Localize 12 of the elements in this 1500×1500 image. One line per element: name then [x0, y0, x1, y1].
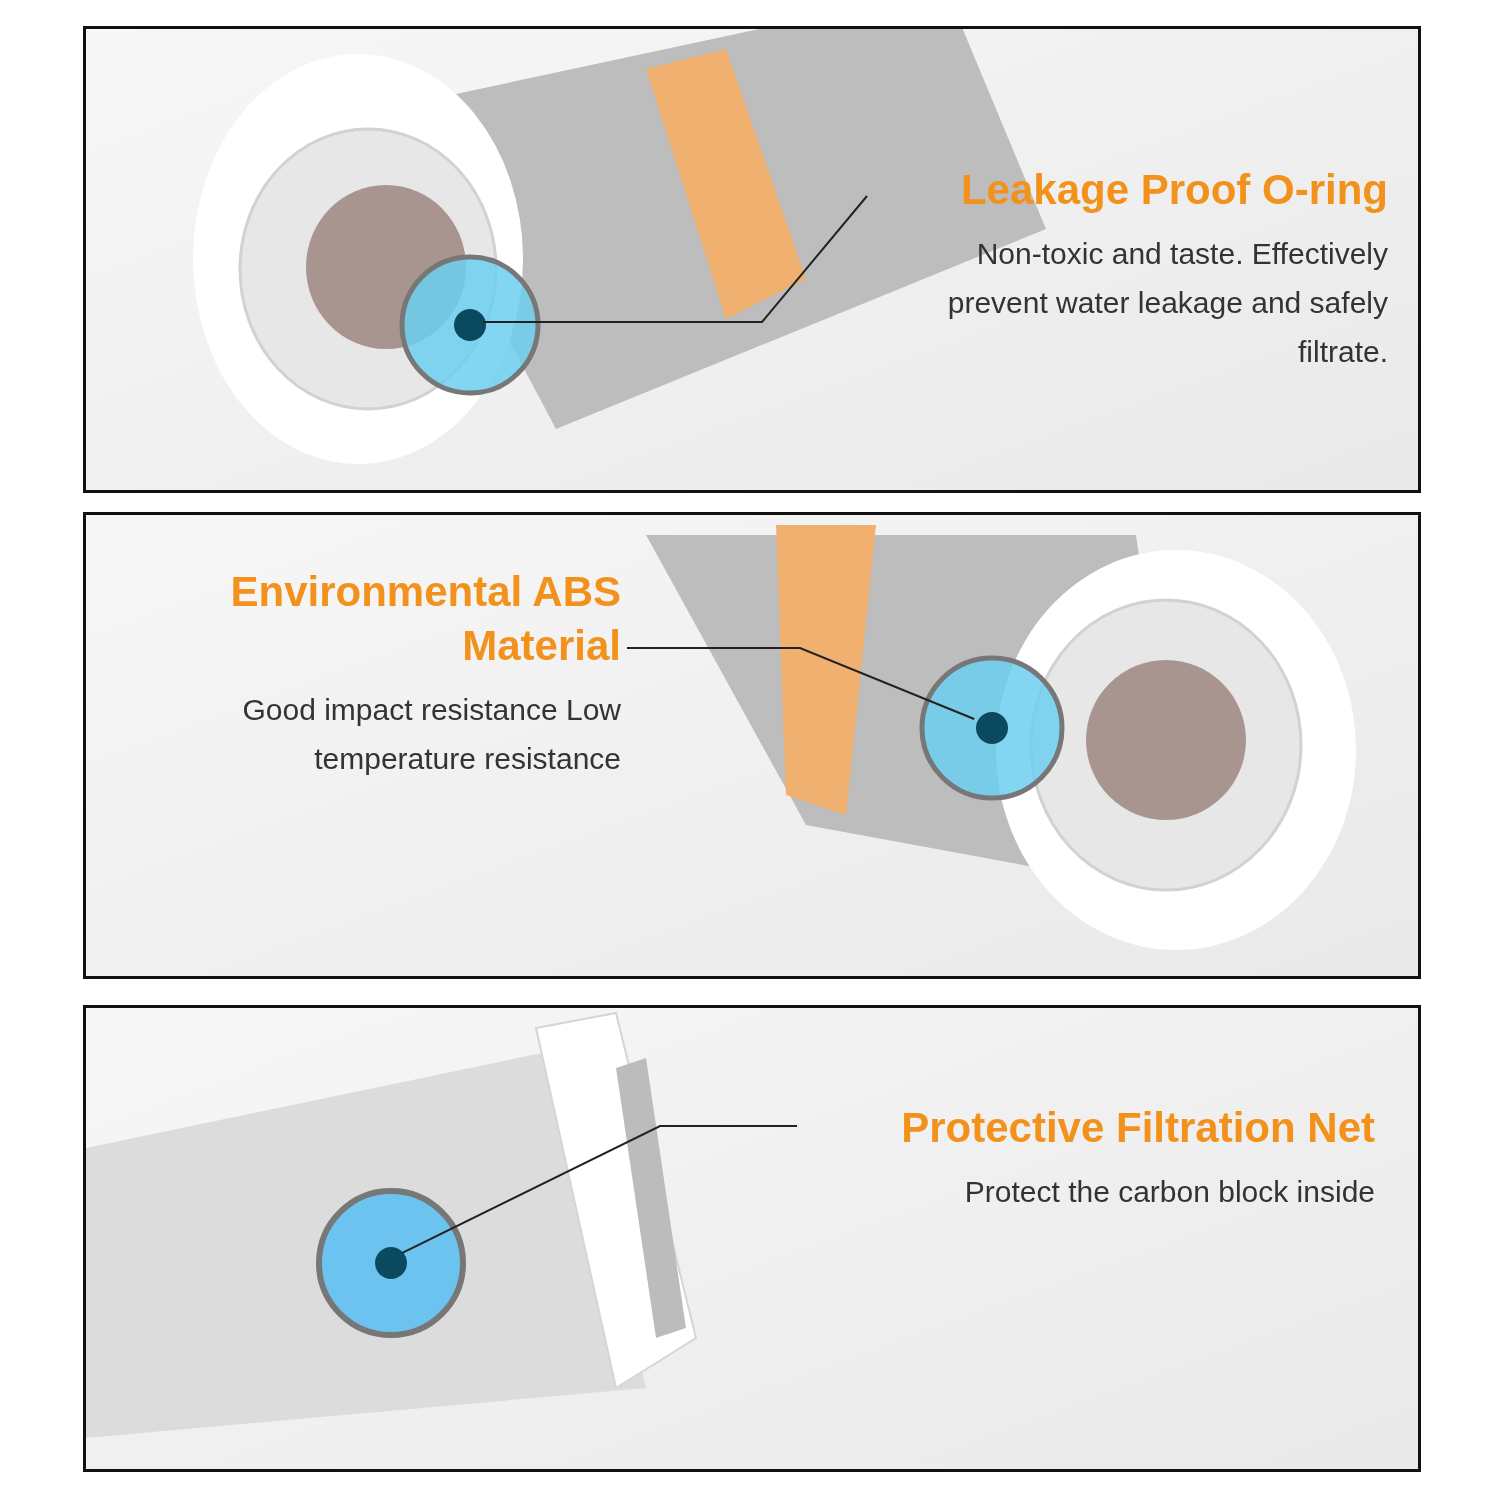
leader-line — [482, 195, 868, 323]
panel — [83, 26, 1421, 493]
callout-description: Non-toxic and taste. Effectively prevent water leakage and safely filtrate. — [946, 236, 1388, 370]
leader-line — [401, 1125, 798, 1254]
callout-heading: Leakage Proof O-ring — [959, 165, 1388, 215]
panel — [83, 512, 1421, 979]
panel — [83, 1005, 1421, 1472]
callout-description: Good impact resistance Low temperature resistance — [241, 692, 621, 777]
callout-heading: Environmental ABS Material — [229, 567, 621, 671]
leader-line — [626, 647, 976, 720]
callout-description: Protect the carbon block inside — [963, 1174, 1375, 1210]
callout-heading: Protective Filtration Net — [900, 1103, 1375, 1153]
